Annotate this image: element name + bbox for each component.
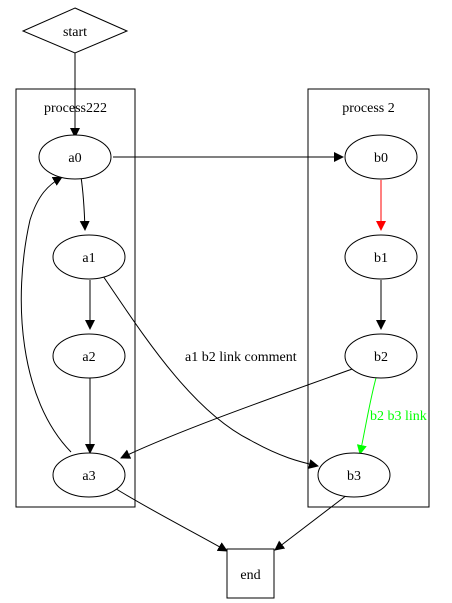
node-a1-label: a1 bbox=[82, 251, 95, 266]
node-b3-label: b3 bbox=[347, 469, 361, 484]
edge-a3-a0 bbox=[20, 176, 72, 453]
node-a3-shape bbox=[52, 452, 126, 498]
node-a2-shape bbox=[52, 333, 126, 379]
node-b0: b0 bbox=[344, 134, 418, 180]
cluster-process-2: process 2 bbox=[307, 88, 430, 508]
node-b2-shape bbox=[344, 333, 418, 379]
node-a0: a0 bbox=[38, 134, 112, 180]
node-b2: b2 bbox=[344, 333, 418, 379]
node-a0-label: a0 bbox=[68, 151, 81, 166]
edge-label-a1-b2-link-comment: a1 b2 link comment bbox=[185, 350, 297, 365]
node-a2: a2 bbox=[52, 333, 126, 379]
edge-a3-end bbox=[112, 486, 228, 552]
edge-label-b2-b3-link: b2 b3 link bbox=[370, 409, 427, 424]
node-a1-shape bbox=[52, 234, 126, 280]
node-b0-label: b0 bbox=[374, 151, 388, 166]
cluster-process-2-label: process 2 bbox=[342, 101, 395, 116]
node-a0-shape bbox=[38, 134, 112, 180]
node-b2-label: b2 bbox=[374, 350, 388, 365]
node-b1: b1 bbox=[344, 234, 418, 280]
edges bbox=[20, 52, 386, 552]
edge-a1-b3 bbox=[102, 275, 319, 469]
node-start-label: start bbox=[63, 25, 87, 40]
node-start-shape bbox=[21, 7, 129, 54]
node-start: start bbox=[21, 7, 129, 54]
edge-b3-end bbox=[274, 494, 348, 551]
edge-b2-b3 bbox=[356, 377, 377, 455]
node-b1-shape bbox=[344, 234, 418, 280]
node-end-shape bbox=[226, 548, 275, 599]
edge-b2-a3 bbox=[120, 367, 356, 459]
node-b3: b3 bbox=[317, 452, 391, 498]
node-a2-label: a2 bbox=[82, 350, 95, 365]
cluster-process-2-box bbox=[307, 88, 430, 508]
node-b1-label: b1 bbox=[374, 251, 388, 266]
node-b0-shape bbox=[344, 134, 418, 180]
edge-a0-a1 bbox=[79, 176, 90, 231]
node-a3: a3 bbox=[52, 452, 126, 498]
node-end: end bbox=[226, 548, 275, 599]
node-a1: a1 bbox=[52, 234, 126, 280]
node-end-label: end bbox=[240, 568, 260, 583]
node-b3-shape bbox=[317, 452, 391, 498]
node-a3-label: a3 bbox=[82, 469, 95, 484]
